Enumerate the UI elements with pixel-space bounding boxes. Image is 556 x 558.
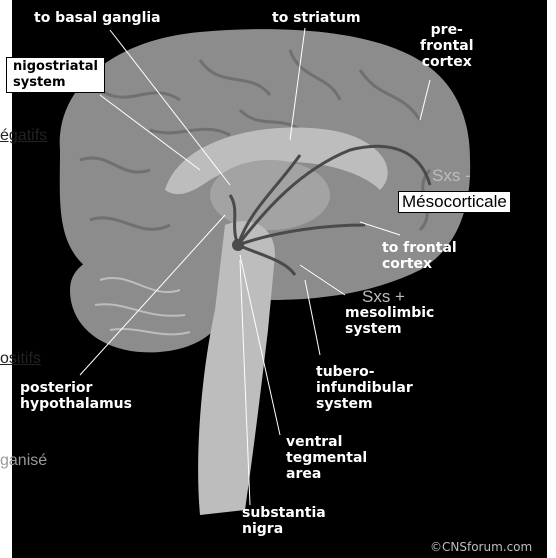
label-mesolimbic: mesolimbic system	[345, 305, 434, 337]
ventral-tegmental-nucleus	[232, 239, 244, 251]
overlay-mesocorticale: Mésocorticale	[398, 191, 511, 213]
overlay-sxs-plus: Sxs +	[362, 287, 405, 307]
label-prefrontal: pre- frontal cortex	[420, 22, 474, 70]
up-arrow-icon: ↑	[462, 315, 475, 346]
label-substantia: substantia nigra	[242, 505, 326, 537]
overlay-sxs-minus: Sxs -	[432, 166, 471, 186]
label-nigostriatal: nigostriatal system	[6, 57, 105, 93]
label-tubero: tubero- infundibular system	[316, 364, 413, 412]
label-frontal-cortex: to frontal cortex	[382, 240, 457, 272]
label-striatum: to striatum	[272, 10, 361, 26]
credit-text: ©CNSforum.com	[430, 540, 532, 554]
overlay-positifs: ositifs	[0, 350, 41, 368]
cerebellum	[70, 251, 226, 352]
overlay-negatifs: égatifs	[0, 127, 47, 145]
label-ventral: ventral tegmental area	[286, 434, 367, 482]
label-basal-ganglia: to basal ganglia	[34, 10, 161, 26]
label-hypothalamus: posterior hypothalamus	[20, 380, 132, 412]
overlay-organise: ganisé	[0, 452, 47, 470]
